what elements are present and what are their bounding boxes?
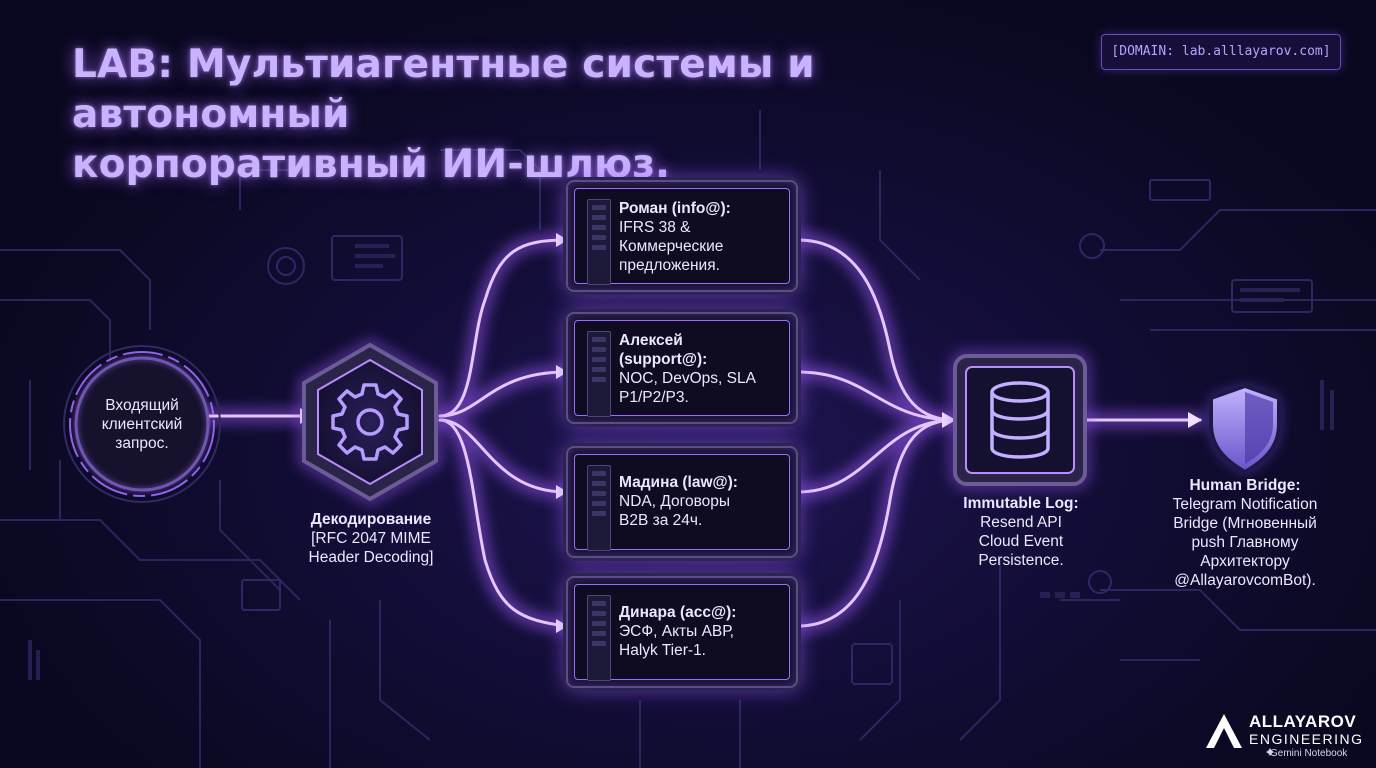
- agent-name-line-2: (support@):: [619, 351, 708, 368]
- bridge-line-1: Telegram Notification: [1172, 496, 1318, 513]
- bridge-label: Human Bridge: Telegram Notification Brid…: [1155, 476, 1335, 590]
- input-label-line-3: запрос.: [115, 435, 169, 452]
- brand-credit: Gemini Notebook: [1270, 748, 1348, 759]
- bridge-line-3: push Главному: [1191, 534, 1299, 551]
- gemini-icon: [1266, 748, 1274, 756]
- agent-desc-line: IFRS 38 &: [619, 219, 691, 236]
- agent-desc-line: Halyk Tier-1.: [619, 642, 706, 659]
- agent-desc-line: предложения.: [619, 257, 720, 274]
- decoder-label: Декодирование [RFC 2047 MIME Header Deco…: [296, 510, 446, 567]
- decoder-node: [299, 339, 441, 505]
- gear-icon: [331, 383, 409, 461]
- log-line-2: Cloud Event: [978, 533, 1064, 550]
- background-circuitry: [0, 110, 1376, 768]
- server-icon: [587, 331, 611, 417]
- brand-sub: ENGINEERING: [1249, 731, 1364, 747]
- background-bars: [28, 244, 1334, 680]
- input-node: [63, 345, 221, 503]
- log-line-1: Resend API: [980, 514, 1062, 531]
- brand-logo-icon: [1206, 714, 1242, 748]
- bridge-title: Human Bridge:: [1189, 477, 1301, 494]
- agent-desc-line: P1/P2/P3.: [619, 389, 689, 406]
- bridge-line-5: @AllayarovcomBot).: [1174, 572, 1316, 589]
- bridge-line-4: Архитектору: [1200, 553, 1290, 570]
- brand-name: ALLAYAROV: [1249, 712, 1357, 731]
- agent-name: Роман (info@):: [619, 200, 731, 217]
- agent-name: Мадина (law@):: [619, 474, 738, 491]
- shield-icon: [1209, 383, 1281, 475]
- agent-name: Динара (acc@):: [619, 604, 737, 621]
- title-line-1: LAB: Мультиагентные системы и автономный: [72, 42, 815, 137]
- agent-desc-line: ЭСФ, Акты АВР,: [619, 623, 734, 640]
- decoder-title: Декодирование: [310, 511, 432, 528]
- agent-card-roman: Роман (info@): IFRS 38 & Коммерческие пр…: [566, 180, 798, 292]
- log-title: Immutable Log:: [963, 495, 1079, 512]
- database-icon: [990, 381, 1050, 459]
- log-label: Immutable Log: Resend API Cloud Event Pe…: [950, 494, 1092, 570]
- agent-card-madina: Мадина (law@): NDA, Договоры B2B за 24ч.: [566, 446, 798, 558]
- domain-badge: [DOMAIN: lab.alllayarov.com]: [1101, 34, 1341, 70]
- agent-card-dinara: Динара (acc@): ЭСФ, Акты АВР, Halyk Tier…: [566, 576, 798, 688]
- server-icon: [587, 465, 611, 551]
- flow-paths: [194, 238, 1202, 628]
- agent-card-alexey: Алексей (support@): NOC, DevOps, SLA P1/…: [566, 312, 798, 424]
- bridge-line-2: Bridge (Мгновенный: [1173, 515, 1317, 532]
- agent-name: Алексей: [619, 332, 683, 349]
- background-decor: [241, 179, 1313, 685]
- decoder-desc-line-1: [RFC 2047 MIME: [311, 530, 431, 547]
- agent-desc-line: NDA, Договоры: [619, 493, 731, 510]
- server-icon: [587, 595, 611, 681]
- log-line-3: Persistence.: [978, 552, 1064, 569]
- input-label: Входящий клиентский запрос.: [78, 396, 206, 453]
- input-label-line-1: Входящий: [105, 397, 179, 414]
- brand: ALLAYAROV ENGINEERING Gemini Notebook: [1205, 712, 1365, 762]
- agent-desc-line: NOC, DevOps, SLA: [619, 370, 756, 387]
- decoder-desc-line-2: Header Decoding]: [308, 549, 434, 566]
- agent-desc-line: B2B за 24ч.: [619, 512, 703, 529]
- page-title: LAB: Мультиагентные системы и автономный…: [72, 40, 1072, 190]
- server-icon: [587, 199, 611, 285]
- agent-desc-line: Коммерческие: [619, 238, 724, 255]
- input-label-line-2: клиентский: [101, 416, 183, 433]
- title-line-2: корпоративный ИИ-шлюз.: [72, 142, 671, 187]
